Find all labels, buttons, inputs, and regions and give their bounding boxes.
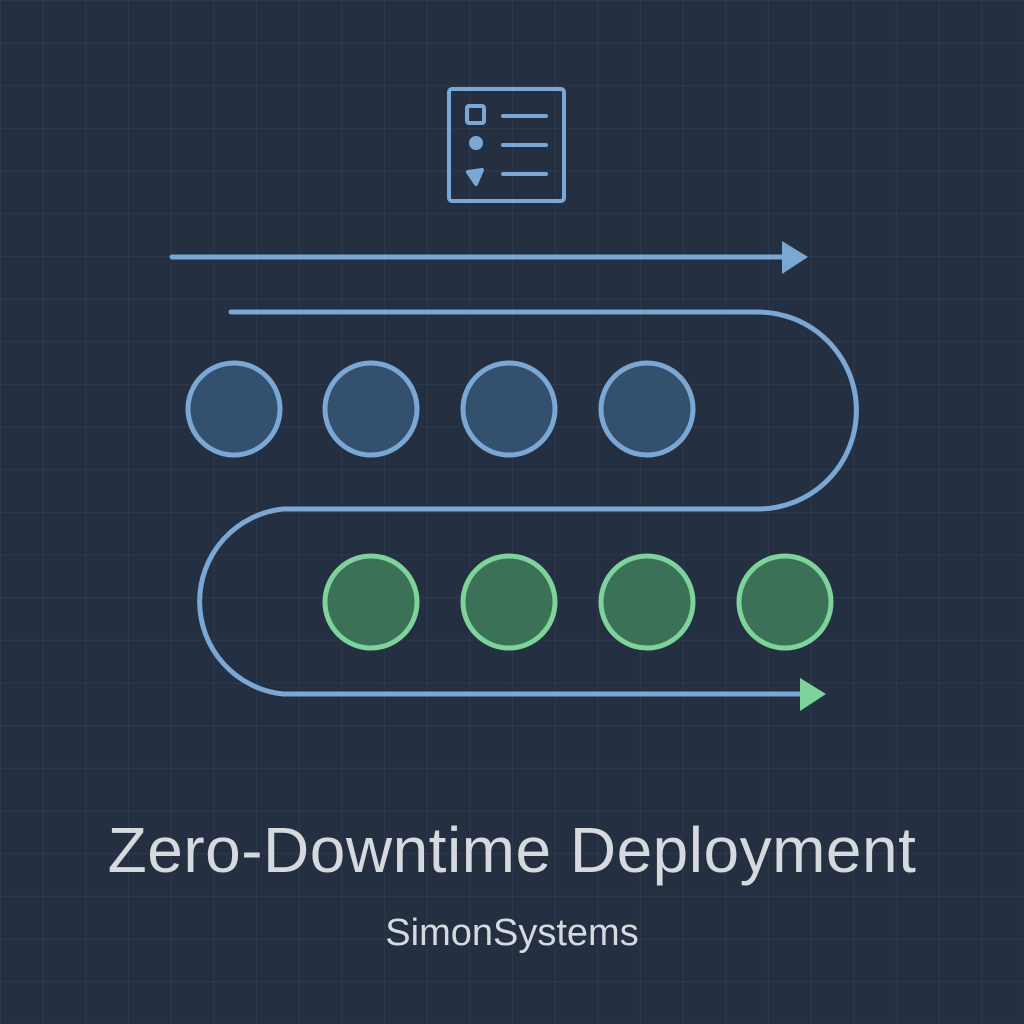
green-node-1 [322, 553, 420, 651]
diagram-title: Zero-Downtime Deployment [107, 814, 917, 886]
brand-name: SimonSystems [385, 912, 639, 954]
bottom-arrow-head [800, 678, 826, 711]
green-node-4 [736, 553, 834, 651]
top-arrow [169, 241, 808, 274]
blue-node-2 [322, 360, 420, 458]
green-node-3 [598, 553, 696, 651]
green-node-2 [460, 553, 558, 651]
blue-node-4 [598, 360, 696, 458]
blue-node-3 [460, 360, 558, 458]
blue-node-1 [185, 360, 283, 458]
checklist-icon [447, 87, 566, 203]
serpentine-path [197, 309, 859, 697]
